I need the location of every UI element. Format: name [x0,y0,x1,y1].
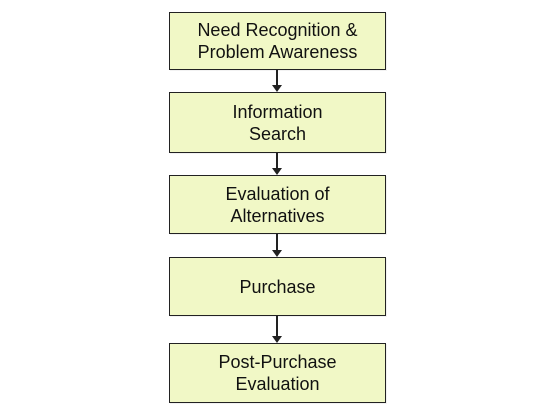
arrow-shaft [276,234,278,251]
arrowhead-icon [272,85,282,92]
arrowhead-icon [272,168,282,175]
step-information-search-box: Information Search [169,92,386,153]
arrowhead-icon [272,250,282,257]
step-post-purchase-evaluation-box: Post-Purchase Evaluation [169,343,386,403]
step-purchase-box: Purchase [169,257,386,316]
step-evaluation-of-alternatives-box: Evaluation of Alternatives [169,175,386,234]
arrow-shaft [276,153,278,169]
step-need-recognition-box: Need Recognition & Problem Awareness [169,12,386,70]
down-arrow-2 [272,153,282,175]
down-arrow-3 [272,234,282,257]
down-arrow-4 [272,316,282,343]
down-arrow-1 [272,70,282,92]
arrowhead-icon [272,336,282,343]
arrow-shaft [276,316,278,337]
arrow-shaft [276,70,278,86]
